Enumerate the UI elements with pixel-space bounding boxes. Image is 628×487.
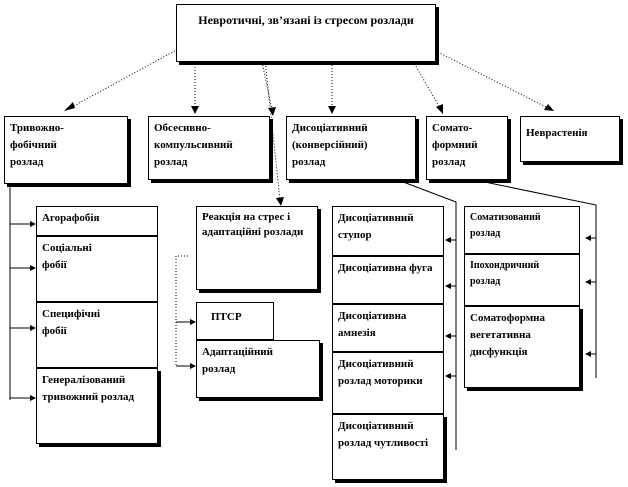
category-somatoform: Сомато-формний розлад [426,116,508,180]
somatoform-item-label: Соматоформна вегетативна дисфункція [470,312,546,359]
somatoform-item-label: Іпохондричний розлад [470,260,540,287]
category-dissociative: Дисоціативний (конверсійний) розлад [286,116,416,180]
anxiety-item-label: Генералізований тривожний розлад [42,374,135,404]
dissociative-item: Дисоціативний ступор [332,206,444,256]
stress-item-label: Адаптаційний розлад [202,346,273,376]
dissociative-item: Дисоціативна фуга [332,256,444,304]
somatoform-item: Іпохондричний розлад [464,254,580,306]
anxiety-item: Агорафобія [36,206,158,236]
category-anxiety: Тривожно-фобічний розлад [4,116,128,184]
dissociative-item-label: Дисоціативний розлад чутливості [338,420,429,450]
category-label: Неврастенія [526,127,588,139]
anxiety-item: Соціальні фобії [36,236,158,302]
dissociative-item-label: Дисоціативний ступор [338,212,414,242]
category-neurasthenia: Неврастенія [520,116,620,162]
category-label: Обсесивно-компульсивний розлад [154,122,233,169]
category-label: Дисоціативний (конверсійний) розлад [292,122,368,169]
category-ocd: Обсесивно-компульсивний розлад [148,116,270,180]
anxiety-item-label: Соціальні фобії [42,242,92,272]
category-label: Тривожно-фобічний розлад [10,122,64,169]
dissociative-item: Дисоціативний розлад моторики [332,352,444,414]
stress-title: Реакція на стрес і адаптаційні розлади [202,211,304,238]
stress-item-adaptation: Адаптаційний розлад [196,340,320,398]
root-title: Невротичні, зв’язані із стресом розлади [198,13,414,27]
somatoform-item: Соматоформна вегетативна дисфункція [464,306,580,388]
dissociative-item-label: Дисоціативна фуга [338,262,433,274]
dissociative-item: Дисоціативна амнезія [332,304,444,352]
somatoform-item-label: Соматизований розлад [470,212,541,239]
anxiety-item: Генералізований тривожний розлад [36,368,158,444]
stress-item-ptsd: ПТСР [196,302,274,340]
anxiety-item-label: Агорафобія [42,212,100,224]
dissociative-item: Дисоціативний розлад чутливості [332,414,444,480]
anxiety-item-label: Специфічні фобії [42,308,101,338]
root-node: Невротичні, зв’язані із стресом розлади [176,4,436,62]
anxiety-item: Специфічні фобії [36,302,158,368]
dissociative-item-label: Дисоціативний розлад моторики [338,358,423,388]
dissociative-item-label: Дисоціативна амнезія [338,310,407,340]
stress-node: Реакція на стрес і адаптаційні розлади [196,206,318,290]
category-label: Сомато-формний розлад [432,122,478,169]
stress-item-label: ПТСР [211,311,242,323]
somatoform-item: Соматизований розлад [464,206,580,254]
